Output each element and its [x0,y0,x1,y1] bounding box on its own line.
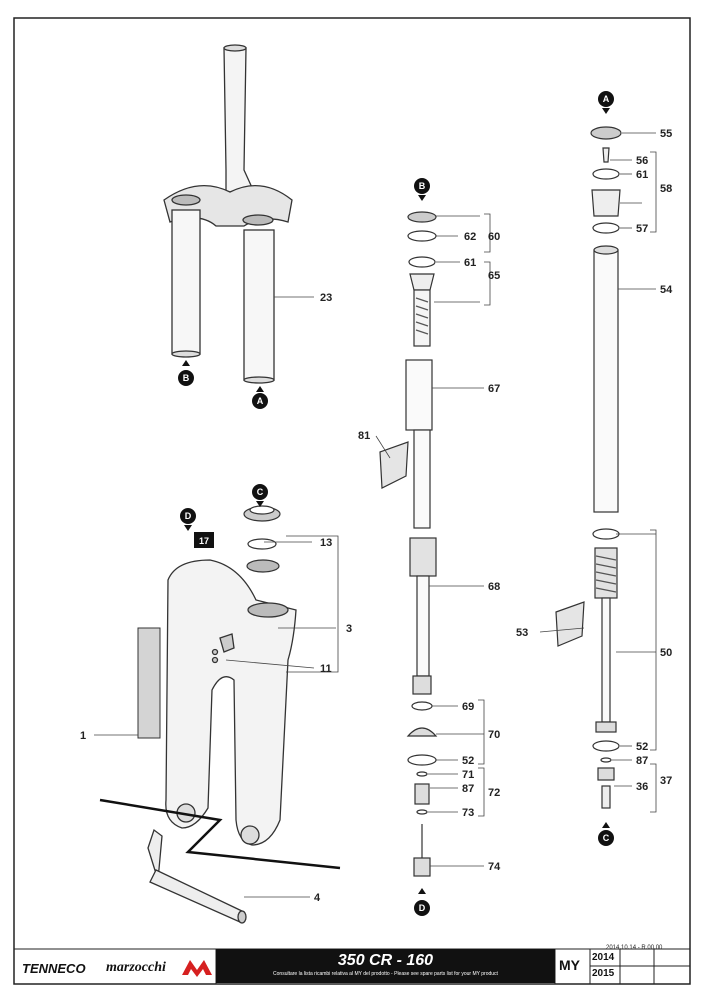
drawing-frame [13,17,691,985]
marker-b-top: B [414,178,430,201]
callout-11: 11 [320,663,332,675]
model-year-1: 2014 [592,952,615,963]
document-title: 350 CR - 160 [337,952,434,969]
model-year-label: MY [559,957,580,973]
revision-label: 2014.10.14 - R.00.00 [606,945,663,951]
callout-87-right: 87 [636,755,648,767]
thru-axle [147,828,247,924]
callout-61-center: 61 [464,257,476,269]
part-1-decal [137,627,161,739]
marker-c-label: C [603,833,610,843]
callout-57: 57 [636,223,648,235]
callout-13: 13 [320,537,332,549]
marker-c-label: C [257,487,264,497]
callout-23: 23 [320,292,332,304]
document-title-bar: 350 CR - 160 Consultare la lista ricambi… [216,949,555,983]
callout-62: 62 [464,231,476,243]
marker-b-bottom: B [178,360,194,386]
callout-81: 81 [358,430,370,442]
callout-4: 4 [314,892,321,904]
marker-d-label: D [419,903,426,913]
crown-steerer-assembly [163,44,293,384]
callout-70: 70 [488,729,500,741]
damper-cartridge [405,211,438,877]
callout-74: 74 [488,861,501,873]
callout-55: 55 [660,128,672,140]
marzocchi-logo: marzocchi [106,960,166,975]
callout-52-center: 52 [462,755,474,767]
callout-3: 3 [346,623,352,635]
callout-17-box [194,532,214,548]
marker-a-bottom: A [252,386,268,409]
marker-c-top: C [252,484,268,507]
callout-53: 53 [516,627,528,639]
leader-lines [94,132,657,898]
callout-68: 68 [488,581,500,593]
callout-54: 54 [660,284,673,296]
marzocchi-logo-mark [182,960,212,977]
callout-87-center: 87 [462,783,474,795]
marker-b-label: B [183,373,190,383]
callout-69: 69 [462,701,474,713]
marker-a-label: A [603,94,610,104]
tenneco-logo: TENNECO [22,961,86,976]
callout-17: 17 [199,536,209,546]
callout-65: 65 [488,270,500,282]
callout-56: 56 [636,155,648,167]
callout-67: 67 [488,383,500,395]
marker-a-top: A [598,91,614,114]
callout-50: 50 [660,647,672,659]
callout-71: 71 [462,769,474,781]
callout-60: 60 [488,231,500,243]
callout-36: 36 [636,781,648,793]
callout-1: 1 [80,730,86,742]
seal-set [243,505,281,573]
marker-c-bottom: C [598,822,614,846]
marker-d-top: D [180,508,196,531]
air-spring-cartridge [590,126,622,809]
lower-leg-assembly [165,559,297,846]
callout-73: 73 [462,807,474,819]
document-subtitle: Consultare la lista ricambi relativa al … [273,971,498,977]
callout-72: 72 [488,787,500,799]
callout-52-right: 52 [636,741,648,753]
callout-58: 58 [660,183,672,195]
decal-53 [555,601,585,647]
marker-a-label: A [257,396,264,406]
model-year-2: 2015 [592,968,615,979]
callout-37: 37 [660,775,672,787]
callout-61-right: 61 [636,169,648,181]
marker-d-bottom: D [414,888,430,916]
wheel-outline [99,798,341,870]
marker-d-label: D [185,511,192,521]
marker-b-label: B [419,181,426,191]
